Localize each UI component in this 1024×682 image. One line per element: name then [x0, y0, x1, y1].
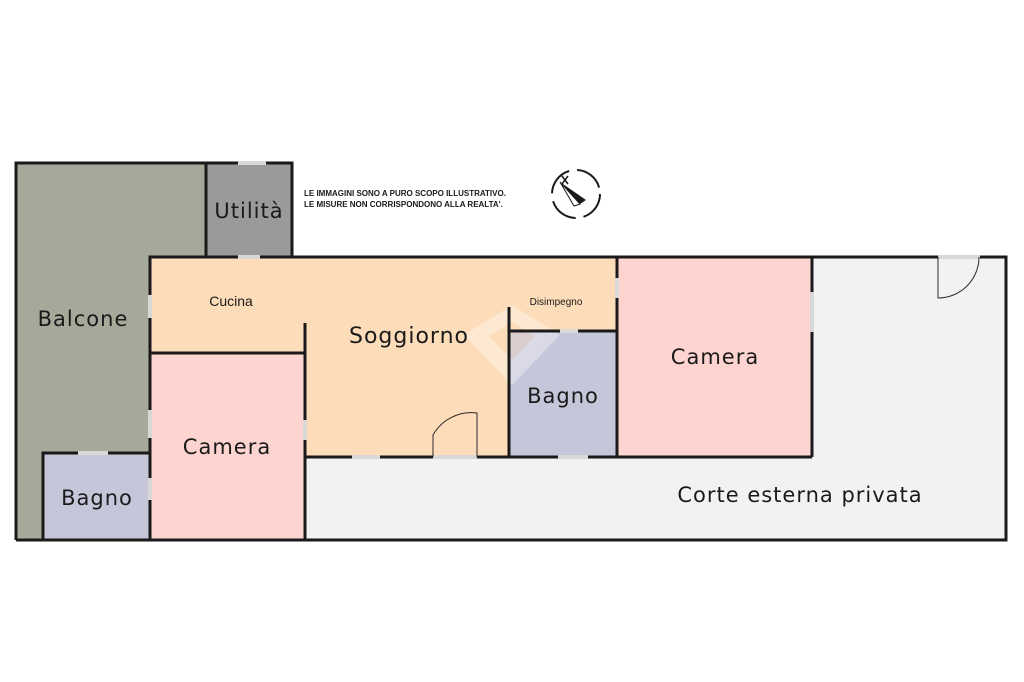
- label-camera-left: Camera: [183, 435, 271, 459]
- label-soggiorno: Soggiorno: [349, 324, 469, 349]
- walls: [14, 161, 1008, 542]
- room-camera-right: [617, 257, 812, 457]
- disclaimer-line2: LE MISURE NON CORRISPONDONO ALLA REALTA'…: [304, 200, 503, 209]
- door-corte: [937, 256, 980, 299]
- label-bagno-left: Bagno: [61, 486, 133, 510]
- compass-icon: [551, 169, 601, 219]
- label-camera-right: Camera: [671, 345, 759, 369]
- label-disimpegno: Disimpegno: [530, 297, 583, 308]
- door-soggiorno: [432, 412, 478, 457]
- room-bagno-left: [43, 453, 150, 540]
- label-balcone: Balcone: [38, 307, 129, 331]
- room-camera-left: [150, 353, 305, 540]
- room-utilita: [206, 163, 292, 257]
- disclaimer-line1: LE IMMAGINI SONO A PURO SCOPO ILLUSTRATI…: [304, 189, 506, 198]
- label-utilita: Utilità: [214, 199, 283, 223]
- room-soggiorno: [150, 257, 617, 457]
- room-balcone: [16, 163, 206, 540]
- label-cucina: Cucina: [209, 293, 253, 309]
- room-corte: [305, 257, 1006, 540]
- label-corte: Corte esterna privata: [677, 483, 922, 507]
- doors: [432, 256, 980, 457]
- room-bagno-center: [509, 331, 617, 457]
- label-bagno-center: Bagno: [527, 384, 599, 408]
- openings: [78, 161, 980, 500]
